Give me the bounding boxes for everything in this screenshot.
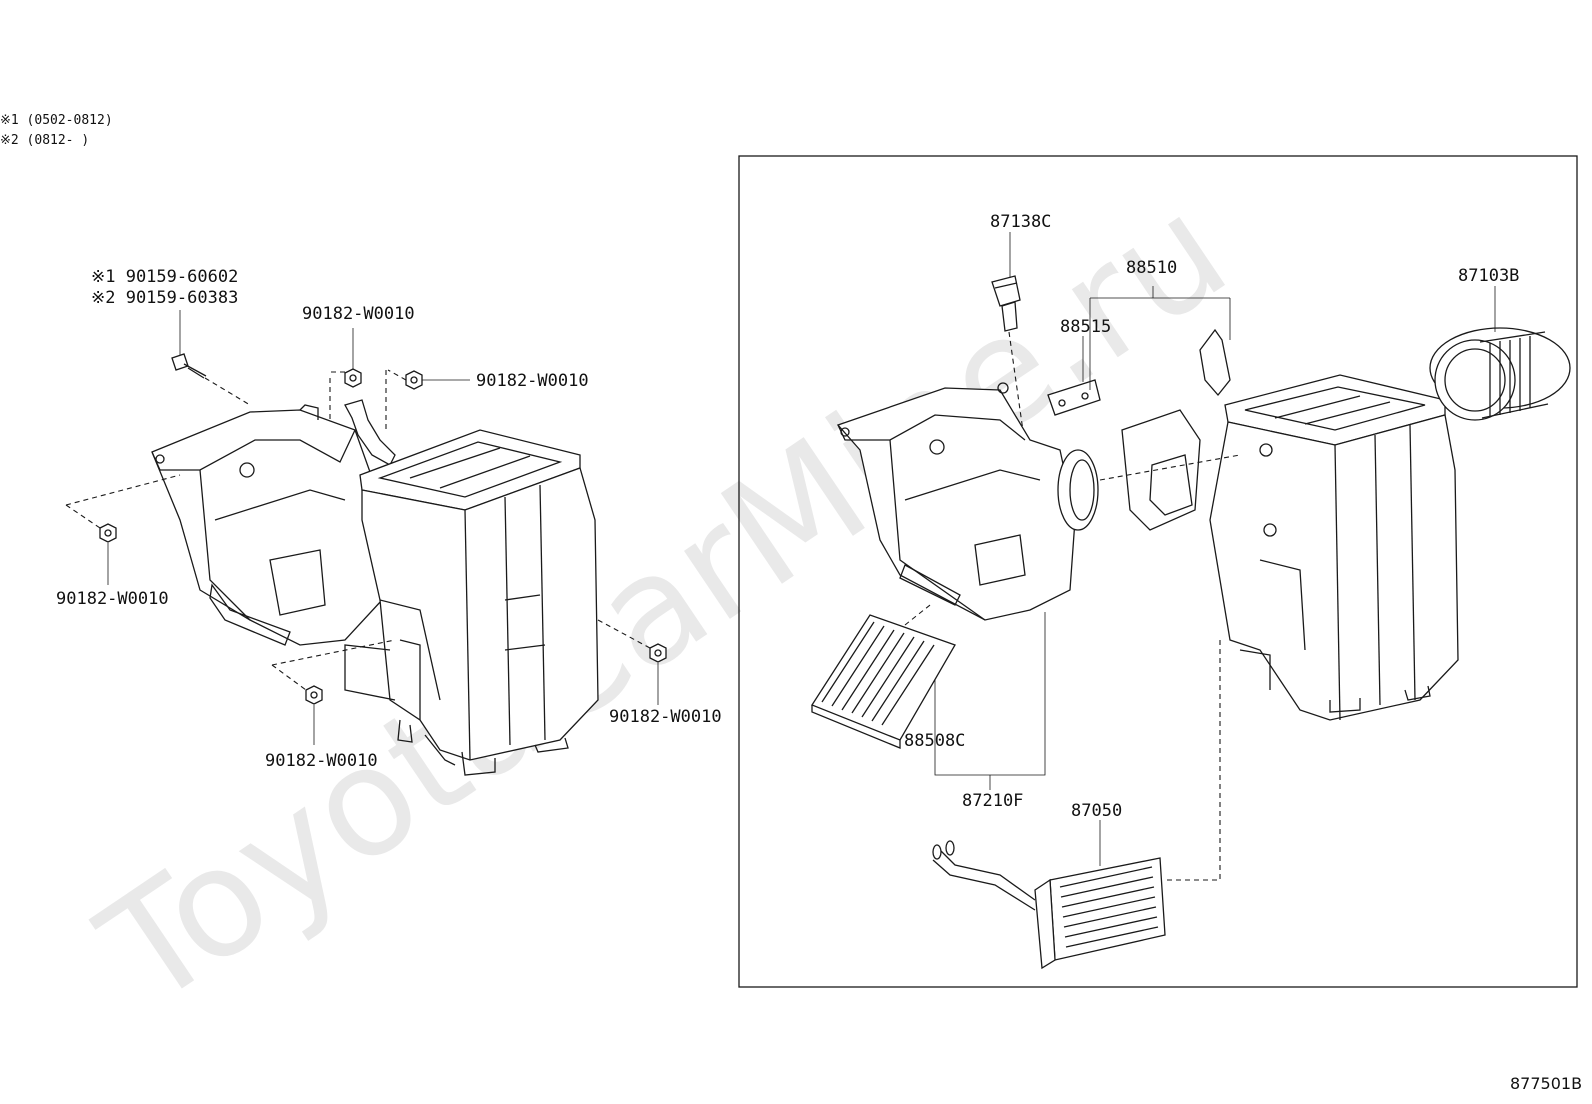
nut-icon-right	[649, 643, 667, 663]
expansion-valve-icon	[1047, 379, 1101, 416]
detail-frame	[738, 155, 1578, 988]
label-blower-fan: 87103B	[1458, 266, 1519, 286]
label-expansion-valve: 88515	[1060, 317, 1111, 337]
label-screw-2: ※2 90159-60383	[91, 288, 238, 308]
blower-housing-right	[836, 382, 1099, 621]
nut-icon-left	[99, 523, 117, 543]
blower-resistor-icon	[991, 275, 1021, 332]
label-radiator-case: 88510	[1126, 258, 1177, 278]
note-1: ※1 (0502-0812)	[0, 113, 113, 128]
heater-case-right	[1121, 328, 1459, 721]
screw-icon	[171, 353, 207, 379]
blower-fan-icon	[1429, 327, 1571, 421]
label-nut-left: 90182-W0010	[56, 589, 169, 609]
hvac-unit-left	[151, 399, 599, 776]
label-filter: 88508C	[904, 731, 965, 751]
heater-core-icon	[932, 840, 1166, 970]
label-heater-core: 87050	[1071, 801, 1122, 821]
label-nut-right: 90182-W0010	[609, 707, 722, 727]
nut-icon-bottom	[305, 685, 323, 705]
label-resistor: 87138C	[990, 212, 1051, 232]
label-blower-assy: 87210F	[962, 791, 1023, 811]
label-screw-1: ※1 90159-60602	[91, 267, 238, 287]
nut-icon-top-right	[405, 370, 423, 390]
label-nut-bottom: 90182-W0010	[265, 751, 378, 771]
label-nut-top-right: 90182-W0010	[476, 371, 589, 391]
label-nut-top: 90182-W0010	[302, 304, 415, 324]
diagram-id: 877501B	[1510, 1074, 1582, 1093]
nut-icon-top	[344, 368, 362, 388]
note-2: ※2 (0812- )	[0, 133, 89, 148]
air-filter-icon	[811, 614, 956, 749]
